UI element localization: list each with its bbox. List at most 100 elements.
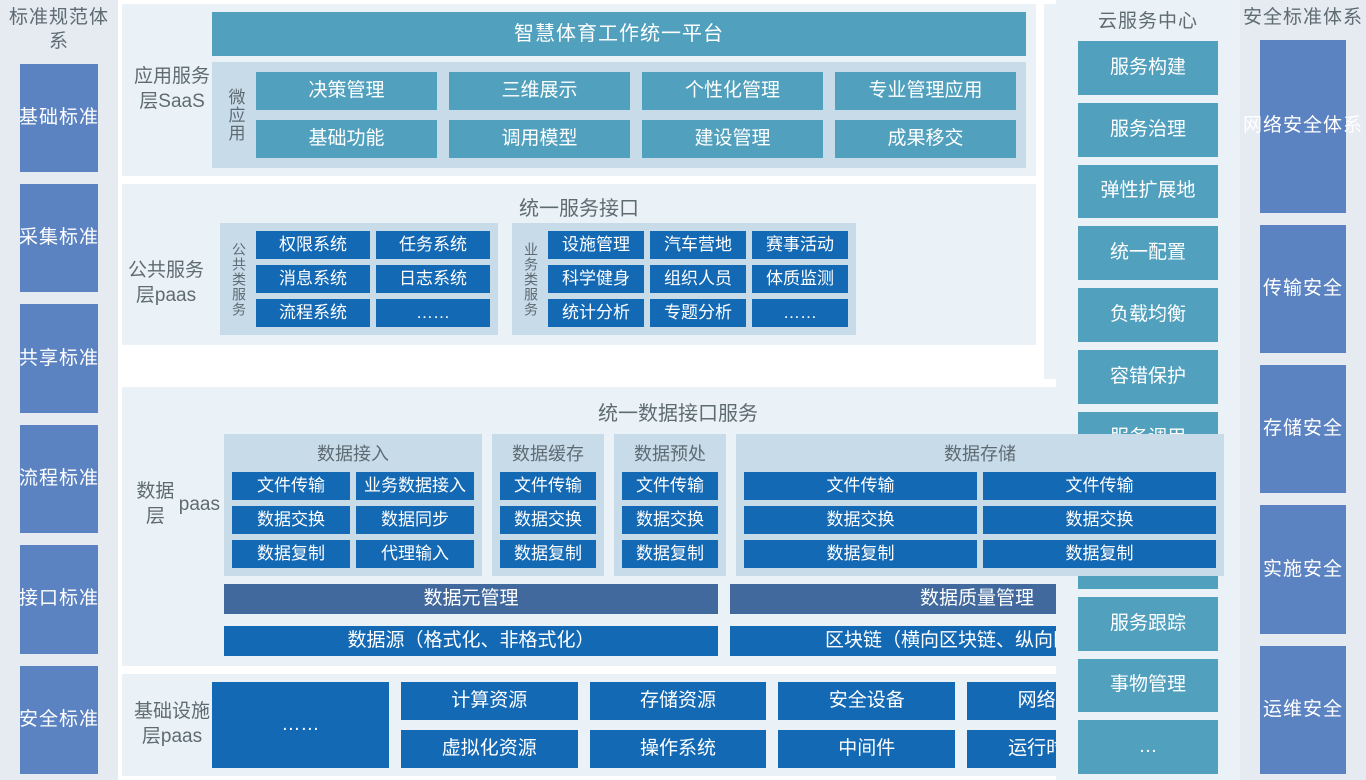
app-tile-2[interactable]: 个性化管理: [642, 72, 823, 110]
data-preprocess-cell-2[interactable]: 数据复制: [622, 540, 718, 568]
data-cache-cell-1[interactable]: 数据交换: [500, 506, 596, 534]
data-cache-cell-0[interactable]: 文件传输: [500, 472, 596, 500]
unified-data-interface-title: 统一数据接口服务: [598, 403, 758, 425]
app-tile-3[interactable]: 专业管理应用: [835, 72, 1016, 110]
left-rail-item-1[interactable]: 采集标准: [19, 183, 98, 293]
data-access-cell-4[interactable]: 数据复制: [232, 540, 350, 568]
public-class-service-label: 公共类服务: [231, 241, 247, 317]
right-rail-security-standards-system: 安全标准体系 网络安全体系 传输安全 存储安全 实施安全 运维安全: [1240, 0, 1366, 780]
data-access-cell-3[interactable]: 数据同步: [356, 506, 474, 534]
public-svc-2[interactable]: 消息系统: [256, 265, 370, 293]
data-storage-cell-5[interactable]: 数据复制: [983, 540, 1216, 568]
business-svc-0[interactable]: 设施管理: [548, 231, 644, 259]
data-preprocess-title: 数据预处: [634, 444, 706, 464]
cloud-item-0[interactable]: 服务构建: [1078, 41, 1218, 95]
infra-item-6[interactable]: 操作系统: [589, 730, 767, 768]
cloud-item-10[interactable]: 事物管理: [1078, 658, 1218, 713]
metadata-management-bar[interactable]: 数据元管理: [224, 584, 718, 614]
micro-application-label: 微应用: [225, 88, 245, 142]
cloud-item-more[interactable]: …: [1078, 720, 1218, 774]
app-tile-6[interactable]: 建设管理: [642, 120, 823, 158]
right-rail-item-4[interactable]: 运维安全: [1260, 645, 1346, 774]
data-cache-group: 数据缓存 文件传输 数据交换 数据复制: [492, 434, 604, 576]
data-source-bar[interactable]: 数据源（格式化、非格式化）: [224, 626, 718, 656]
micro-application-grid: 决策管理 三维展示 个性化管理 专业管理应用 基础功能 调用模型 建设管理 成果…: [256, 72, 1016, 158]
infrastructure-layer: 基础设施层paas 计算资源 存储资源 安全设备 网络资源 服务器资源 …… 虚…: [122, 674, 1238, 776]
cloud-item-5[interactable]: 容错保护: [1078, 349, 1218, 404]
left-rail-item-0[interactable]: 基础标准: [19, 63, 98, 172]
public-svc-3[interactable]: 日志系统: [376, 265, 490, 293]
data-access-cell-1[interactable]: 业务数据接入: [356, 472, 474, 500]
app-tile-7[interactable]: 成果移交: [835, 120, 1016, 158]
app-tile-0[interactable]: 决策管理: [256, 72, 437, 110]
data-access-cell-0[interactable]: 文件传输: [232, 472, 350, 500]
data-cache-cell-2[interactable]: 数据复制: [500, 540, 596, 568]
left-rail-item-3[interactable]: 流程标准: [19, 424, 98, 534]
platform-banner[interactable]: 智慧体育工作统一平台: [212, 12, 1026, 56]
micro-application-group: 微应用 决策管理 三维展示 个性化管理 专业管理应用 基础功能 调用模型 建设管…: [212, 62, 1026, 168]
data-storage-cell-0[interactable]: 文件传输: [744, 472, 977, 500]
data-preprocess-group: 数据预处 文件传输 数据交换 数据复制: [614, 434, 726, 576]
cloud-item-3[interactable]: 统一配置: [1078, 226, 1218, 280]
business-svc-7[interactable]: 专题分析: [650, 299, 746, 327]
business-svc-1[interactable]: 汽车营地: [650, 231, 746, 259]
public-service-layer-label: 公共服务层paas: [127, 260, 205, 306]
data-access-cell-2[interactable]: 数据交换: [232, 506, 350, 534]
unified-service-interface-title: 统一服务接口: [519, 198, 639, 220]
right-rail-item-1[interactable]: 传输安全: [1260, 224, 1346, 354]
public-svc-0[interactable]: 权限系统: [256, 231, 370, 259]
data-access-title: 数据接入: [317, 444, 389, 464]
infrastructure-layer-label: 基础设施层paas: [133, 701, 211, 747]
infra-item-5[interactable]: 虚拟化资源: [400, 730, 578, 768]
center-column: 应用服务层SaaS 智慧体育工作统一平台 微应用 决策管理 三维展示 个性化管理…: [118, 0, 1240, 780]
left-rail-item-2[interactable]: 共享标准: [19, 304, 98, 413]
infra-item-1[interactable]: 存储资源: [589, 682, 767, 720]
data-cache-title: 数据缓存: [512, 444, 584, 464]
data-access-group: 数据接入 文件传输 业务数据接入 数据交换 数据同步 数据复制 代理输入: [224, 434, 482, 576]
business-svc-3[interactable]: 科学健身: [548, 265, 644, 293]
business-svc-6[interactable]: 统计分析: [548, 299, 644, 327]
data-storage-cell-4[interactable]: 数据复制: [744, 540, 977, 568]
business-svc-2[interactable]: 赛事活动: [752, 231, 848, 259]
business-svc-4[interactable]: 组织人员: [650, 265, 746, 293]
public-svc-4[interactable]: 流程系统: [256, 299, 370, 327]
data-storage-cell-1[interactable]: 文件传输: [983, 472, 1216, 500]
right-rail-item-3[interactable]: 实施安全: [1260, 505, 1346, 634]
business-class-service-box: 业务类服务 设施管理 汽车营地 赛事活动 科学健身 组织人员 体质监测 统计分析: [512, 223, 856, 335]
public-class-service-grid: 权限系统 任务系统 消息系统 日志系统 流程系统 ……: [256, 231, 490, 327]
data-access-cell-5[interactable]: 代理输入: [356, 540, 474, 568]
right-rail-item-2[interactable]: 存储安全: [1260, 365, 1346, 494]
business-svc-8[interactable]: ……: [752, 299, 848, 327]
app-tile-4[interactable]: 基础功能: [256, 120, 437, 158]
public-svc-5[interactable]: ……: [376, 299, 490, 327]
public-service-layer: 统一服务接口 公共服务层paas 公共类服务 权限系统 任务系统 消息系统 日志…: [122, 184, 1036, 345]
application-service-layer: 应用服务层SaaS 智慧体育工作统一平台 微应用 决策管理 三维展示 个性化管理…: [122, 4, 1036, 176]
business-svc-5[interactable]: 体质监测: [752, 265, 848, 293]
infra-item-more[interactable]: ……: [212, 682, 389, 768]
cloud-item-2[interactable]: 弹性扩展地: [1078, 164, 1218, 219]
cloud-item-4[interactable]: 负载均衡: [1078, 288, 1218, 342]
app-tile-5[interactable]: 调用模型: [449, 120, 630, 158]
data-storage-cell-3[interactable]: 数据交换: [983, 506, 1216, 534]
app-tile-1[interactable]: 三维展示: [449, 72, 630, 110]
infra-item-7[interactable]: 中间件: [778, 730, 956, 768]
left-rail-item-4[interactable]: 接口标准: [19, 545, 98, 654]
data-preprocess-cell-0[interactable]: 文件传输: [622, 472, 718, 500]
left-rail-item-5[interactable]: 安全标准: [19, 665, 98, 775]
infra-item-2[interactable]: 安全设备: [778, 682, 956, 720]
public-svc-1[interactable]: 任务系统: [376, 231, 490, 259]
data-storage-group: 数据存储 文件传输 文件传输 数据交换 数据交换 数据复制 数据复制: [736, 434, 1224, 576]
right-rail-title: 安全标准体系: [1242, 7, 1364, 28]
data-storage-cells: 文件传输 文件传输 数据交换 数据交换 数据复制 数据复制: [744, 472, 1216, 568]
infra-item-0[interactable]: 计算资源: [400, 682, 578, 720]
application-layer-body: 智慧体育工作统一平台 微应用 决策管理 三维展示 个性化管理 专业管理应用 基础…: [212, 12, 1026, 168]
right-rail-item-0[interactable]: 网络安全体系: [1243, 39, 1362, 213]
data-storage-cell-2[interactable]: 数据交换: [744, 506, 977, 534]
cloud-item-1[interactable]: 服务治理: [1078, 102, 1218, 157]
cloud-item-9[interactable]: 服务跟踪: [1078, 596, 1218, 651]
data-preprocess-cell-1[interactable]: 数据交换: [622, 506, 718, 534]
public-service-groups: 公共类服务 权限系统 任务系统 消息系统 日志系统 流程系统 ……: [210, 223, 1036, 345]
left-rail-standards-system: 标准规范体系 基础标准 采集标准 共享标准 流程标准 接口标准 安全标准: [0, 0, 118, 780]
